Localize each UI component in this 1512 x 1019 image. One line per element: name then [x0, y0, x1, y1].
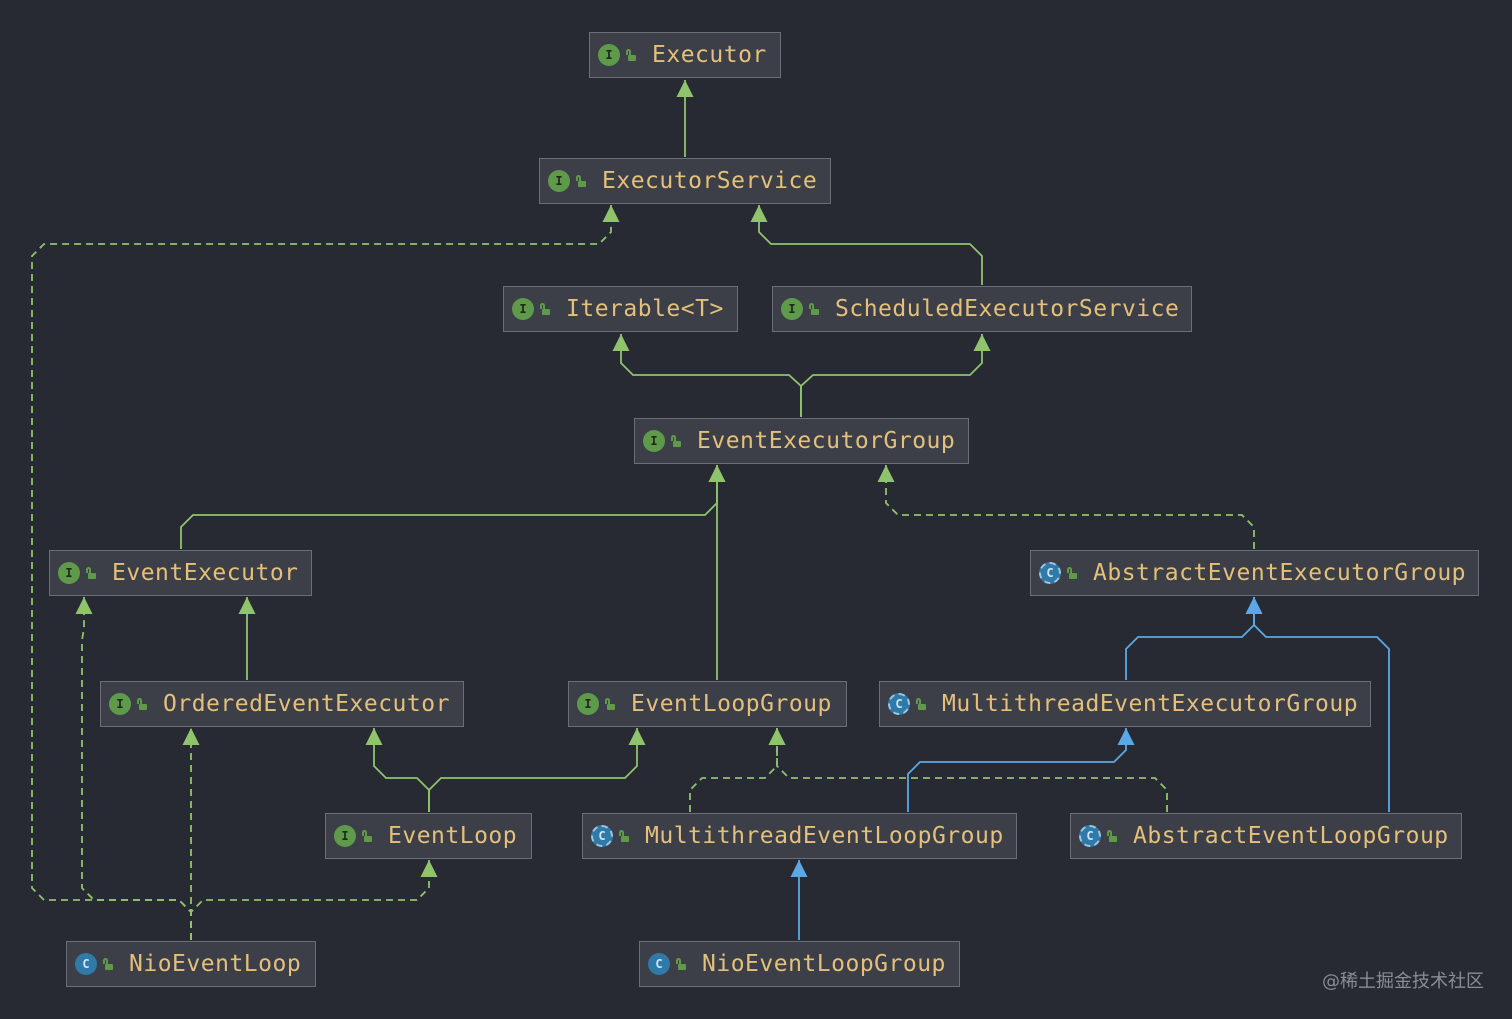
edge-multithreadEventLoopGroup-to-multithreadEventExecutorGroup	[907, 728, 1135, 812]
node-event-loop[interactable]: I EventLoop	[325, 813, 532, 859]
arrowhead	[750, 205, 768, 222]
interface-icon: I	[643, 430, 665, 452]
node-event-executor-group[interactable]: I EventExecutorGroup	[634, 418, 969, 464]
public-access-icon	[540, 303, 552, 315]
arrowhead	[676, 80, 694, 97]
class-icon: C	[75, 953, 97, 975]
node-label: MultithreadEventExecutorGroup	[942, 691, 1359, 717]
arrowhead	[1245, 597, 1263, 614]
node-label: EventLoop	[388, 823, 518, 849]
arrowhead	[75, 597, 93, 614]
abstract-class-icon: C	[591, 825, 613, 847]
arrowhead	[790, 860, 808, 877]
edge-eventExecutorGroup-to-iterable	[612, 334, 802, 417]
node-abstract-event-executor-group[interactable]: C AbstractEventExecutorGroup	[1030, 550, 1479, 596]
node-event-executor[interactable]: I EventExecutor	[49, 550, 312, 596]
node-iterable[interactable]: I Iterable<T>	[503, 286, 738, 332]
arrowhead	[973, 334, 991, 351]
interface-icon: I	[334, 825, 356, 847]
abstract-class-icon: C	[1079, 825, 1101, 847]
node-label: EventLoopGroup	[631, 691, 832, 717]
edge-abstractEventLoopGroup-to-eventLoopGroup	[768, 728, 1168, 812]
node-label: Iterable<T>	[566, 296, 724, 322]
node-executor-service[interactable]: I ExecutorService	[539, 158, 831, 204]
node-multithread-event-loop-group[interactable]: C MultithreadEventLoopGroup	[582, 813, 1017, 859]
edge-nioEventLoop-to-eventExecutor	[75, 597, 192, 940]
arrowhead	[877, 465, 895, 482]
node-executor[interactable]: I Executor	[589, 32, 781, 78]
edge-eventLoop-to-orderedEventExecutor	[365, 728, 430, 812]
node-event-loop-group[interactable]: I EventLoopGroup	[568, 681, 847, 727]
node-label: ScheduledExecutorService	[835, 296, 1180, 322]
arrowhead	[612, 334, 630, 351]
node-abstract-event-loop-group[interactable]: C AbstractEventLoopGroup	[1070, 813, 1462, 859]
public-access-icon	[809, 303, 821, 315]
edge-executorService-to-executor	[676, 80, 694, 157]
node-scheduled-executor-service[interactable]: I ScheduledExecutorService	[772, 286, 1192, 332]
edge-nioEventLoop-to-orderedEventExecutor	[182, 728, 200, 940]
public-access-icon	[626, 49, 638, 61]
interface-icon: I	[109, 693, 131, 715]
arrowhead	[708, 465, 726, 482]
node-label: NioEventLoopGroup	[702, 951, 946, 977]
interface-icon: I	[598, 44, 620, 66]
arrowhead	[238, 597, 256, 614]
public-access-icon	[86, 567, 98, 579]
public-access-icon	[1067, 567, 1079, 579]
node-nio-event-loop-group[interactable]: C NioEventLoopGroup	[639, 941, 960, 987]
public-access-icon	[103, 958, 115, 970]
interface-icon: I	[577, 693, 599, 715]
node-label: NioEventLoop	[129, 951, 302, 977]
arrowhead	[182, 728, 200, 745]
public-access-icon	[619, 830, 631, 842]
edge-eventExecutorGroup-to-scheduledExecutorService	[800, 334, 991, 417]
node-label: AbstractEventExecutorGroup	[1093, 560, 1467, 586]
abstract-class-icon: C	[888, 693, 910, 715]
public-access-icon	[576, 175, 588, 187]
node-label: AbstractEventLoopGroup	[1133, 823, 1449, 849]
abstract-class-icon: C	[1039, 562, 1061, 584]
edge-eventLoop-to-eventLoopGroup	[428, 728, 646, 812]
edge-orderedEventExecutor-to-eventExecutor	[238, 597, 256, 680]
public-access-icon	[671, 435, 683, 447]
public-access-icon	[605, 698, 617, 710]
node-label: OrderedEventExecutor	[163, 691, 450, 717]
edge-nioEventLoopGroup-to-multithreadEventLoopGroup	[790, 860, 808, 940]
node-label: EventExecutor	[112, 560, 299, 586]
arrowhead	[628, 728, 646, 745]
edge-nioEventLoop-to-executorService	[31, 205, 620, 940]
node-label: MultithreadEventLoopGroup	[645, 823, 1004, 849]
public-access-icon	[676, 958, 688, 970]
public-access-icon	[1107, 830, 1119, 842]
interface-icon: I	[58, 562, 80, 584]
edge-abstractEventExecutorGroup-to-eventExecutorGroup	[877, 465, 1255, 549]
edge-multithreadEventExecutorGroup-to-abstractEventExecutorGroup	[1125, 597, 1263, 680]
edge-abstractEventLoopGroup-to-abstractEventExecutorGroup	[1245, 597, 1390, 812]
arrowhead	[365, 728, 383, 745]
node-label: EventExecutorGroup	[697, 428, 956, 454]
node-label: ExecutorService	[602, 168, 818, 194]
node-ordered-event-executor[interactable]: I OrderedEventExecutor	[100, 681, 464, 727]
interface-icon: I	[548, 170, 570, 192]
public-access-icon	[916, 698, 928, 710]
interface-icon: I	[781, 298, 803, 320]
edge-nioEventLoop-to-eventLoop	[190, 860, 438, 940]
class-icon: C	[648, 953, 670, 975]
edge-eventLoopGroup-to-eventExecutorGroup	[708, 465, 726, 680]
public-access-icon	[362, 830, 374, 842]
node-multithread-event-executor-group[interactable]: C MultithreadEventExecutorGroup	[879, 681, 1371, 727]
public-access-icon	[137, 698, 149, 710]
node-nio-event-loop[interactable]: C NioEventLoop	[66, 941, 316, 987]
arrowhead	[768, 728, 786, 745]
edge-eventExecutor-to-eventExecutorGroup	[180, 465, 726, 549]
arrowhead	[602, 205, 620, 222]
edge-scheduledExecutorService-to-executorService	[750, 205, 983, 285]
node-label: Executor	[652, 42, 767, 68]
arrowhead	[1117, 728, 1135, 745]
watermark: @稀土掘金技术社区	[1322, 971, 1484, 992]
interface-icon: I	[512, 298, 534, 320]
arrowhead	[420, 860, 438, 877]
